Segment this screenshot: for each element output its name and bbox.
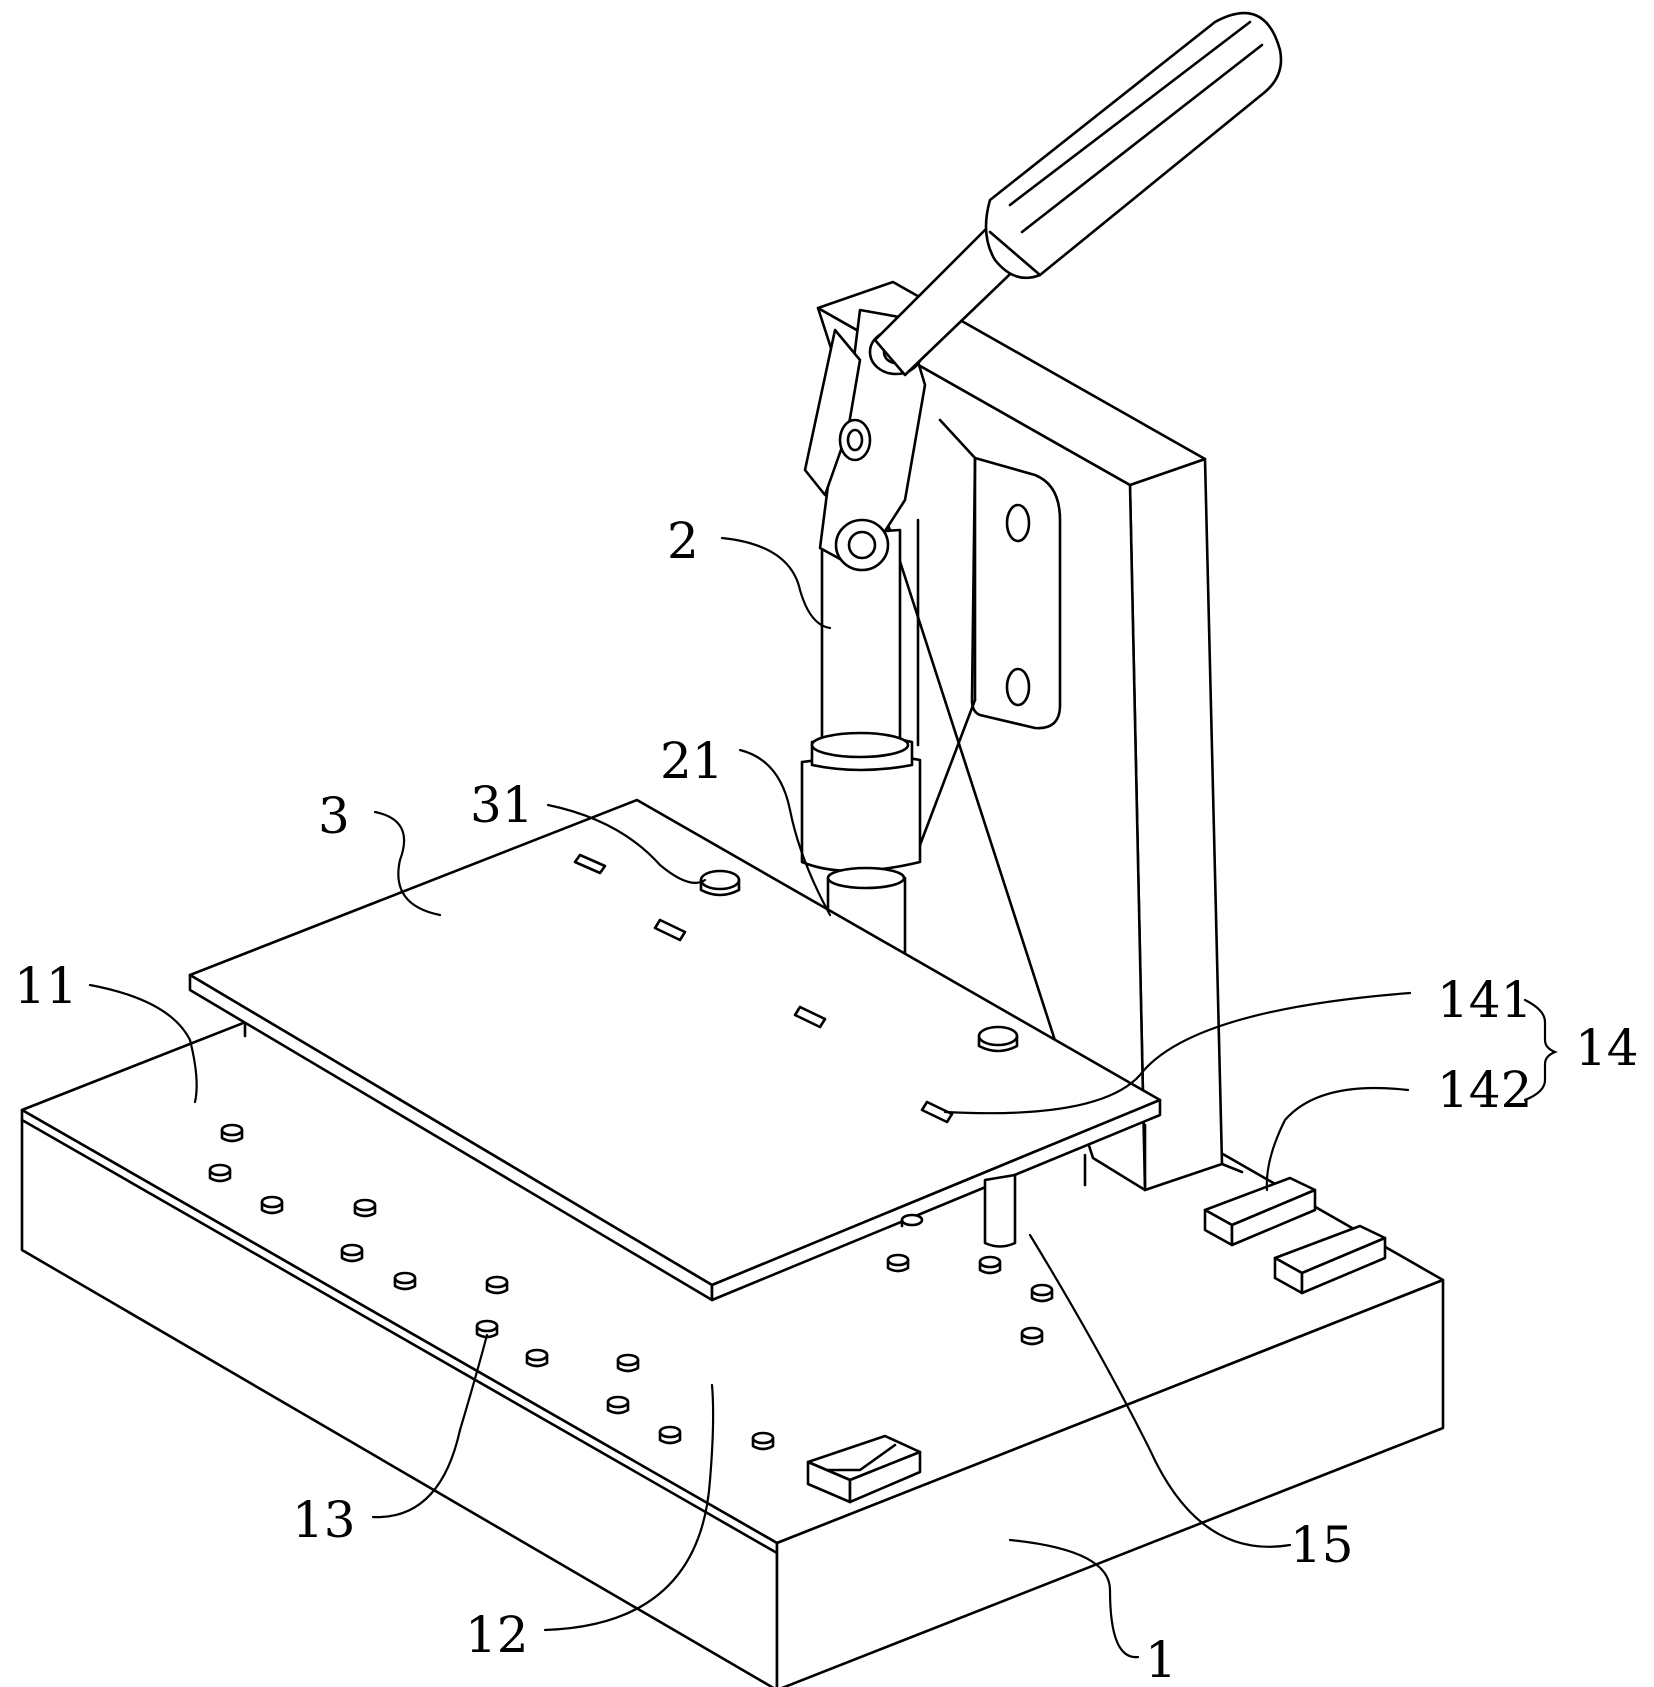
plate-boss-31 [701, 871, 739, 889]
label-11: 11 [14, 957, 78, 1015]
bracket-hole-bottom [1007, 669, 1029, 705]
label-31: 31 [470, 776, 534, 834]
label-3: 3 [318, 787, 350, 845]
label-15: 15 [1290, 1516, 1354, 1574]
label-21: 21 [660, 732, 724, 790]
label-13: 13 [292, 1491, 356, 1549]
label-142: 142 [1437, 1061, 1532, 1119]
plate-boss [979, 1027, 1017, 1045]
label-2: 2 [667, 512, 699, 570]
label-14: 14 [1575, 1019, 1639, 1077]
support-column-15 [985, 1175, 1015, 1247]
label-1: 1 [1145, 1631, 1177, 1687]
label-12: 12 [465, 1606, 529, 1664]
bracket-hole-top [1007, 505, 1029, 541]
handle [875, 13, 1281, 375]
label-141: 141 [1437, 971, 1532, 1029]
